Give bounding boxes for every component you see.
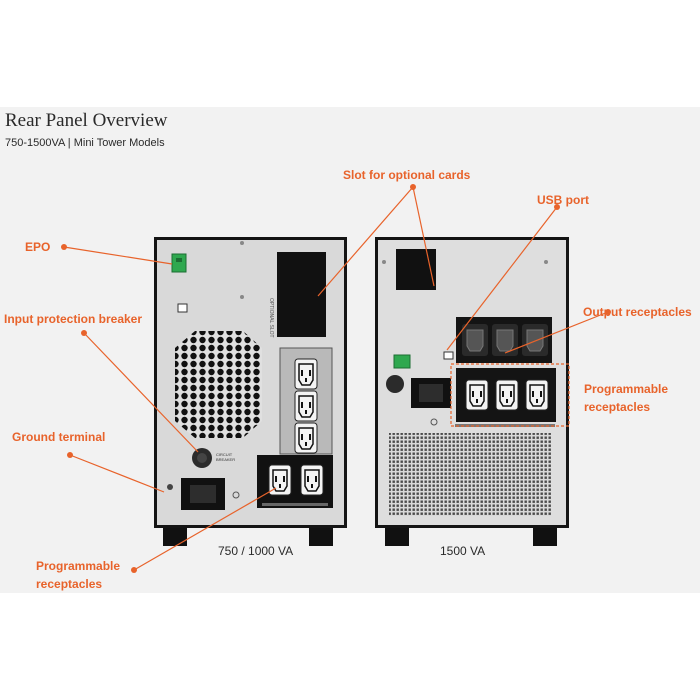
- left-unit-foot: [309, 526, 333, 546]
- callout-lines: [63, 186, 609, 571]
- right-ups-unit: [375, 237, 570, 546]
- diagram-background: [0, 107, 700, 593]
- svg-text:CIRCUIT: CIRCUIT: [216, 452, 233, 457]
- ventilation-mesh: [389, 433, 551, 516]
- caption-left-unit: 750 / 1000 VA: [218, 544, 294, 558]
- left-unit-foot: [163, 526, 187, 546]
- callout-programmable-right-line2: receptacles: [584, 400, 651, 414]
- callout-programmable-left-line1: Programmable: [36, 559, 121, 573]
- page-subtitle: 750-1500VA | Mini Tower Models: [5, 137, 165, 149]
- right-unit-foot: [385, 526, 409, 546]
- right-unit-foot: [533, 526, 557, 546]
- callout-programmable-right-line1: Programmable: [584, 382, 669, 396]
- epo-connector: [171, 253, 187, 273]
- callout-epo: EPO: [25, 240, 51, 254]
- epo-connector-right: [393, 354, 411, 369]
- page-title: Rear Panel Overview: [5, 110, 168, 131]
- left-ups-unit: OPTIONAL SLOT CIRCUIT BREAKER: [154, 237, 347, 546]
- usb-port-left: [177, 303, 188, 313]
- caption-right-unit: 1500 VA: [440, 544, 486, 558]
- callout-input-breaker: Input protection breaker: [4, 312, 143, 326]
- callout-usb-port: USB port: [537, 193, 589, 207]
- callout-output-receptacles: Output receptacles: [583, 305, 692, 319]
- ground-terminal-left: [167, 484, 173, 490]
- option-card-slot-right: [396, 249, 436, 290]
- svg-text:OPTIONAL SLOT: OPTIONAL SLOT: [268, 298, 274, 338]
- option-card-slot-left: [277, 252, 326, 337]
- callout-ground-terminal: Ground terminal: [12, 430, 106, 444]
- fan-grill: [175, 331, 262, 438]
- svg-text:BREAKER: BREAKER: [216, 457, 235, 462]
- callout-programmable-left-line2: receptacles: [36, 577, 103, 591]
- input-breaker-right: [386, 375, 404, 393]
- usb-port-right: [443, 351, 454, 360]
- callout-dots: [61, 184, 611, 573]
- callout-optional-slot: Slot for optional cards: [343, 168, 471, 182]
